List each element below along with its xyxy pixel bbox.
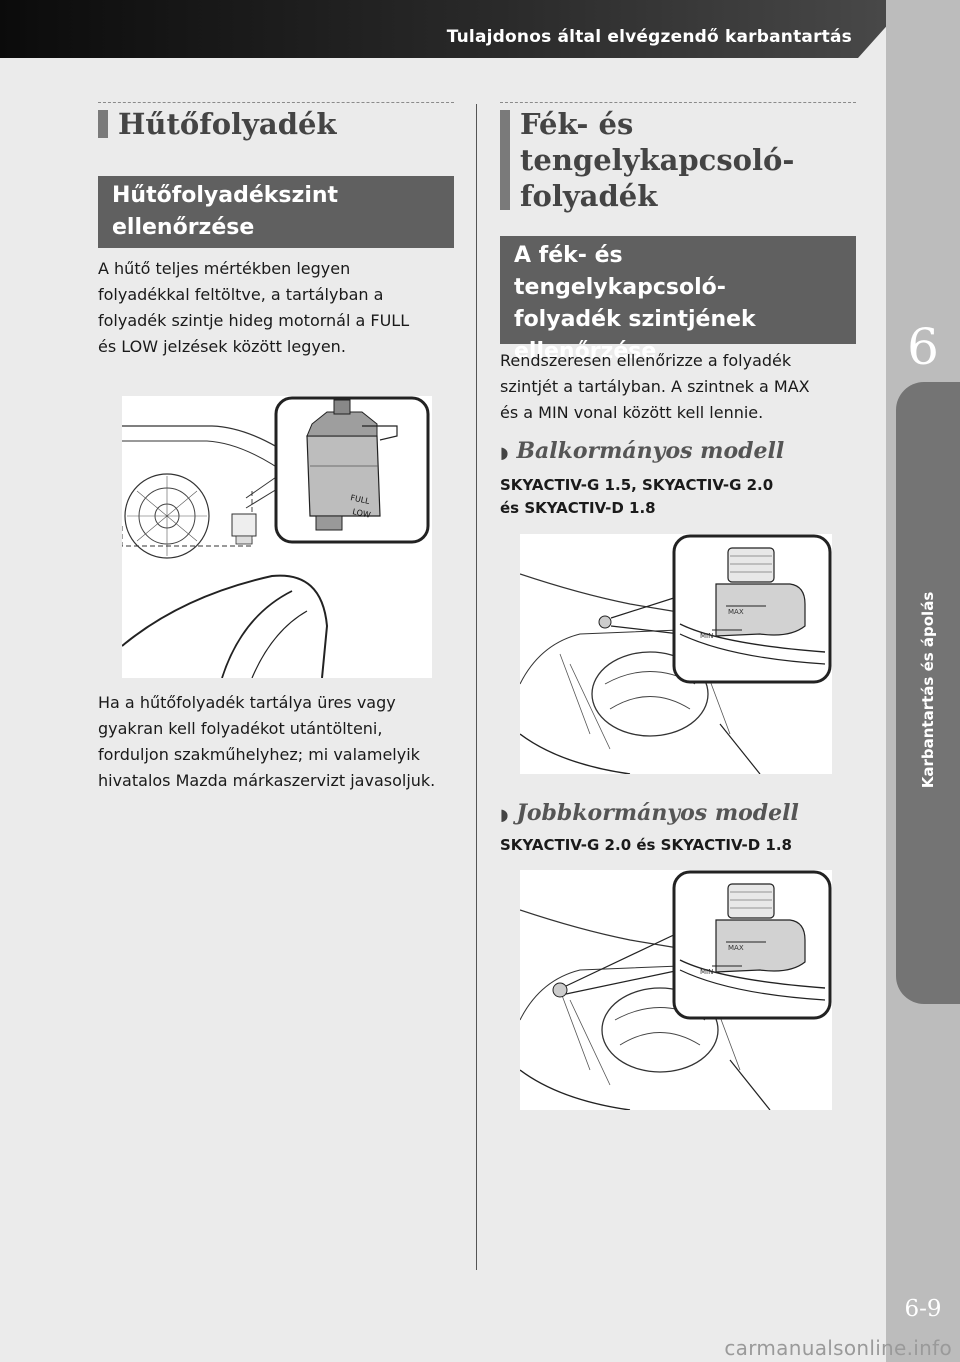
brake-max-label-rhd: MAX [728, 944, 744, 952]
heading-text: Hűtőfolyadék [118, 107, 337, 141]
coolant-full-label: FULL [350, 493, 371, 506]
section-heading-coolant: Hűtőfolyadék [98, 106, 474, 142]
watermark: carmanualsonline.info [724, 1336, 952, 1360]
brake-reservoir-rhd-illustration: MAX MIN [520, 870, 832, 1110]
brake-reservoir-lhd-illustration: MAX MIN [520, 534, 832, 774]
heading-text: Fék- és tengelykapcsoló- folyadék [520, 107, 795, 213]
heading-rule [500, 102, 856, 103]
page-number: 6-9 [904, 1296, 942, 1322]
chapter-tab[interactable] [896, 382, 960, 1004]
column-divider [476, 104, 477, 1270]
section-heading-brake-fluid: Fék- és tengelykapcsoló- folyadék [500, 106, 876, 214]
header-bar [0, 0, 910, 58]
running-header-title: Tulajdonos által elvégzendő karbantartás [446, 27, 852, 47]
heading-bar [98, 110, 108, 138]
section-marker-icon: ◗ [500, 805, 509, 824]
brake-fluid-paragraph: Rendszeresen ellenőrizze a folyadék szin… [500, 351, 810, 422]
coolant-low-label: LOW [352, 507, 372, 520]
chapter-tab-label: Karbantartás és ápolás [919, 591, 937, 789]
coolant-paragraph-1: A hűtő teljes mértékben legyen folyadékk… [98, 259, 410, 356]
lhd-model-title: Balkormányos modell [516, 438, 785, 464]
section-marker-icon: ◗ [500, 443, 509, 462]
brake-min-label-lhd: MIN [700, 632, 713, 640]
subheading-brake-fluid-level: A fék- és tengelykapcsoló- folyadék szin… [500, 236, 856, 364]
rhd-model-title: Jobbkormányos modell [516, 800, 799, 826]
subheading-coolant-level: Hűtőfolyadékszint ellenőrzése [98, 176, 454, 248]
coolant-paragraph-2: Ha a hűtőfolyadék tartálya üres vagy gya… [98, 693, 436, 790]
lhd-model-heading: ◗ Balkormányos modell [500, 438, 784, 464]
brake-max-label-lhd: MAX [728, 608, 744, 616]
chapter-number: 6 [907, 318, 939, 376]
coolant-reservoir-illustration: FULL LOW [122, 396, 432, 678]
rhd-model-heading: ◗ Jobbkormányos modell [500, 800, 799, 826]
heading-rule [98, 102, 454, 103]
lhd-engine-list: SKYACTIV-G 1.5, SKYACTIV-G 2.0 és SKYACT… [500, 476, 774, 517]
heading-bar [500, 110, 510, 210]
brake-min-label-rhd: MIN [700, 968, 713, 976]
rhd-engine-list: SKYACTIV-G 2.0 és SKYACTIV-D 1.8 [500, 836, 792, 854]
